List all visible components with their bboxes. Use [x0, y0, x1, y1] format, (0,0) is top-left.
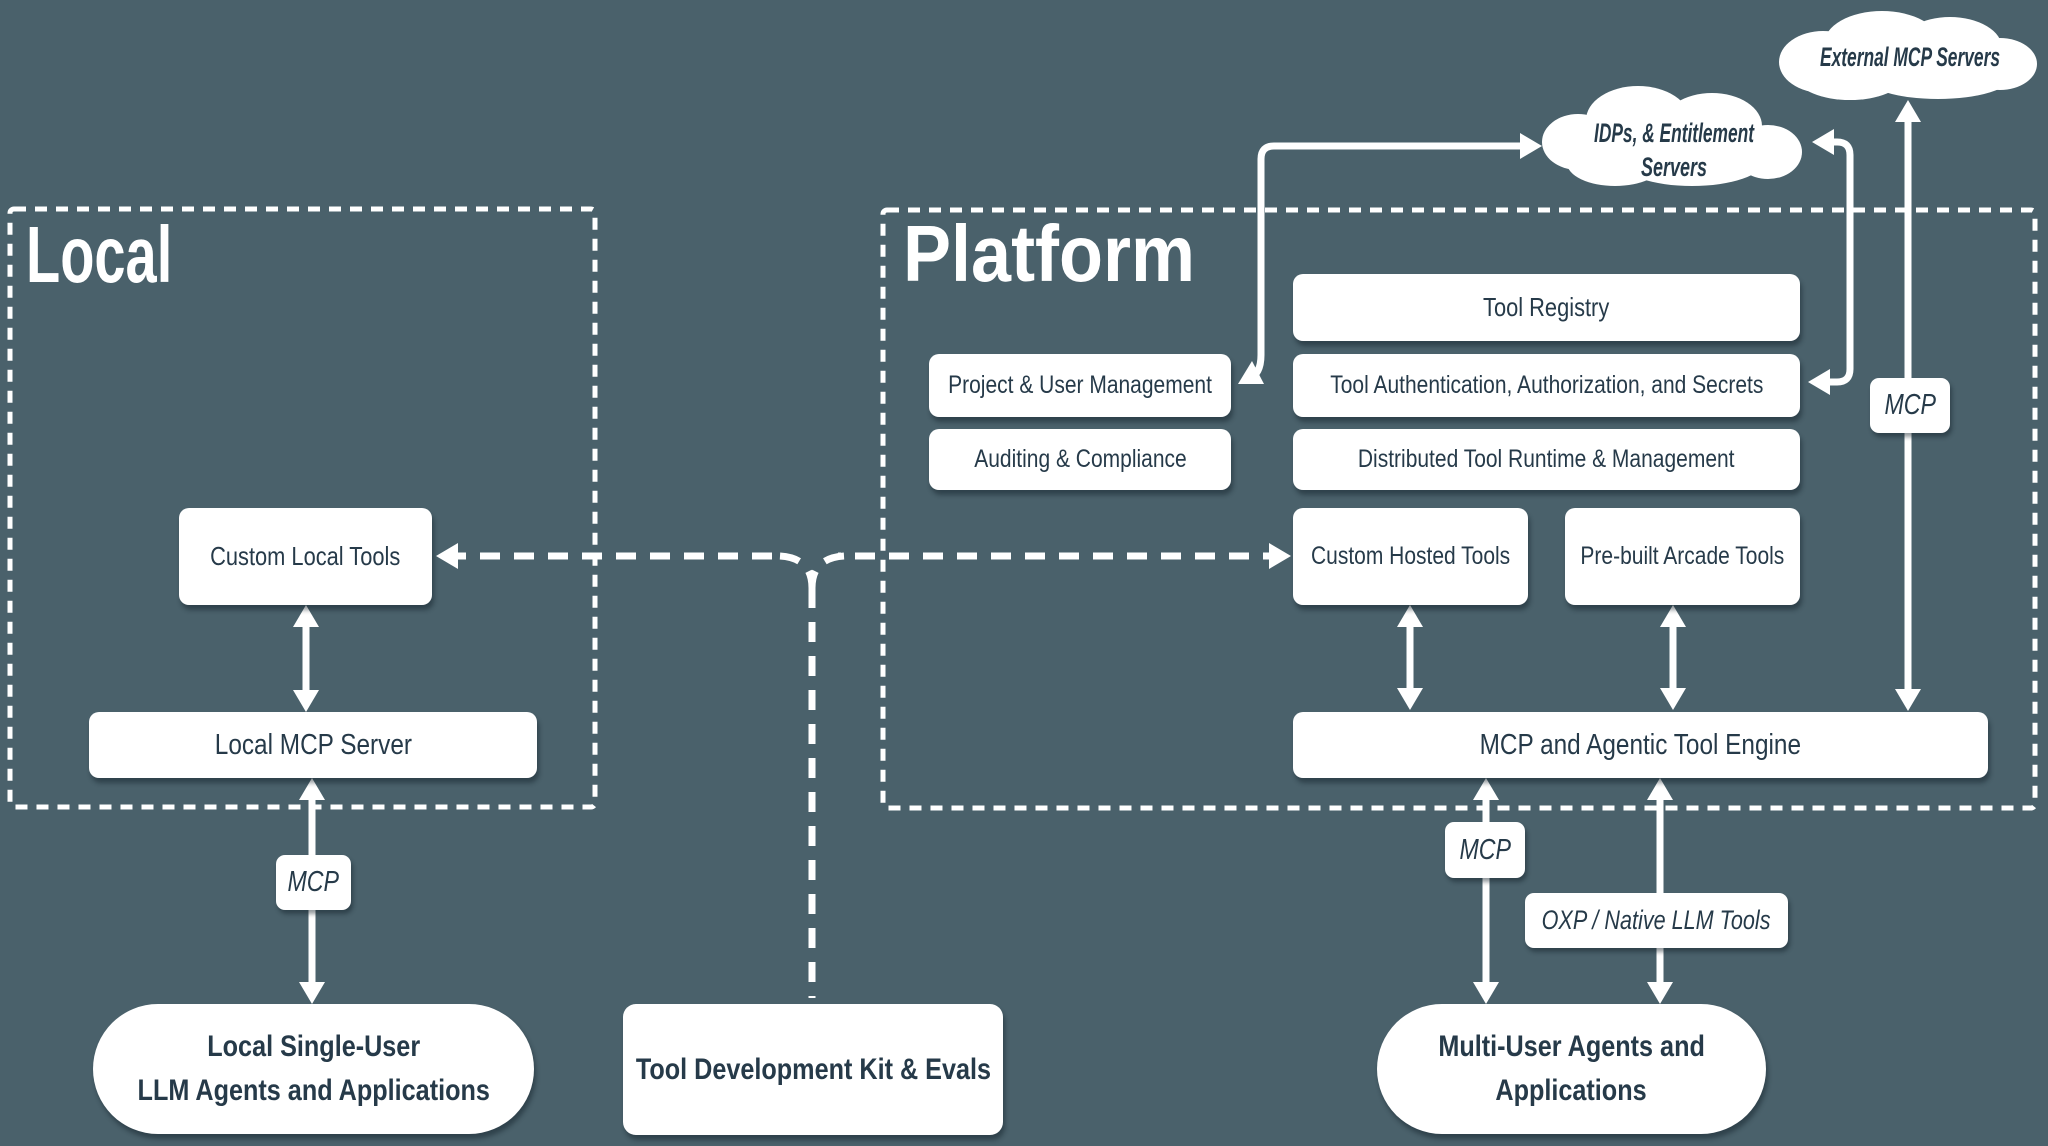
tool-dev-kit-box: Tool Development Kit & Evals [623, 1004, 1003, 1135]
arrow-engine-multiuser-oxp [1647, 778, 1673, 1004]
dashed-tools-connector [436, 543, 1291, 998]
idps-cloud-label-line2: Servers [1641, 152, 1707, 182]
idps-cloud [1542, 86, 1802, 186]
local-agents-pill: Local Single-User LLM Agents and Applica… [93, 1004, 534, 1134]
arrow-arcade-tools-engine [1660, 605, 1686, 710]
arrow-idps-tool-auth [1808, 129, 1854, 395]
local-mcp-server-box: Local MCP Server [89, 712, 537, 778]
mcp-agentic-tool-engine-box: MCP and Agentic Tool Engine [1293, 712, 1988, 778]
local-region-label: Local [26, 210, 173, 299]
arrowhead-right-icon [1269, 543, 1291, 569]
idps-cloud-label-line1: IDPs, & Entitlement [1594, 118, 1755, 148]
arrowhead-left-icon [436, 543, 458, 569]
mcp-label-client: MCP [1445, 822, 1525, 878]
arrow-idps-user-management [1238, 133, 1542, 384]
mcp-label-local: MCP [276, 855, 351, 910]
platform-region-border [880, 207, 2038, 811]
tool-auth-box: Tool Authentication, Authorization, and … [1293, 354, 1800, 417]
external-mcp-cloud [1779, 11, 2037, 100]
auditing-compliance-box: Auditing & Compliance [929, 429, 1231, 490]
arrow-local-tools-mcp-server [293, 605, 319, 712]
tool-registry-box: Tool Registry [1293, 274, 1800, 341]
custom-local-tools-box: Custom Local Tools [179, 508, 432, 605]
arrow-engine-multiuser-mcp [1473, 778, 1499, 1004]
oxp-native-llm-tools-label: OXP / Native LLM Tools [1525, 893, 1788, 948]
project-user-management-box: Project & User Management [929, 354, 1231, 417]
custom-hosted-tools-box: Custom Hosted Tools [1293, 508, 1528, 605]
multi-user-agents-pill: Multi-User Agents and Applications [1377, 1004, 1766, 1134]
platform-region-label: Platform [903, 209, 1196, 298]
arrow-hosted-tools-engine [1397, 605, 1423, 710]
external-mcp-cloud-label: External MCP Servers [1820, 42, 2000, 72]
mcp-label-external: MCP [1870, 378, 1950, 433]
distributed-runtime-box: Distributed Tool Runtime & Management [1293, 429, 1800, 490]
prebuilt-arcade-tools-box: Pre-built Arcade Tools [1565, 508, 1800, 605]
